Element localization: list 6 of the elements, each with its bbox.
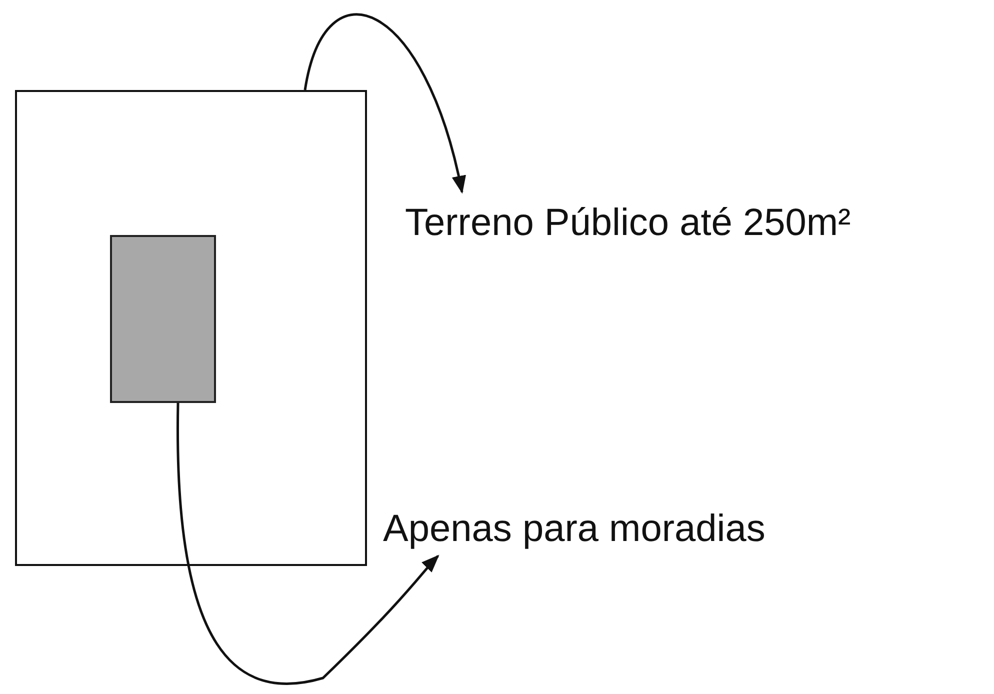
plot-rectangle bbox=[15, 90, 367, 566]
curved-arrow bbox=[304, 14, 466, 194]
curved-arrow bbox=[176, 403, 440, 685]
building-rectangle bbox=[110, 235, 216, 403]
text-label: Terreno Público até 250m² bbox=[405, 200, 851, 246]
text-label: Apenas para moradias bbox=[383, 506, 766, 552]
